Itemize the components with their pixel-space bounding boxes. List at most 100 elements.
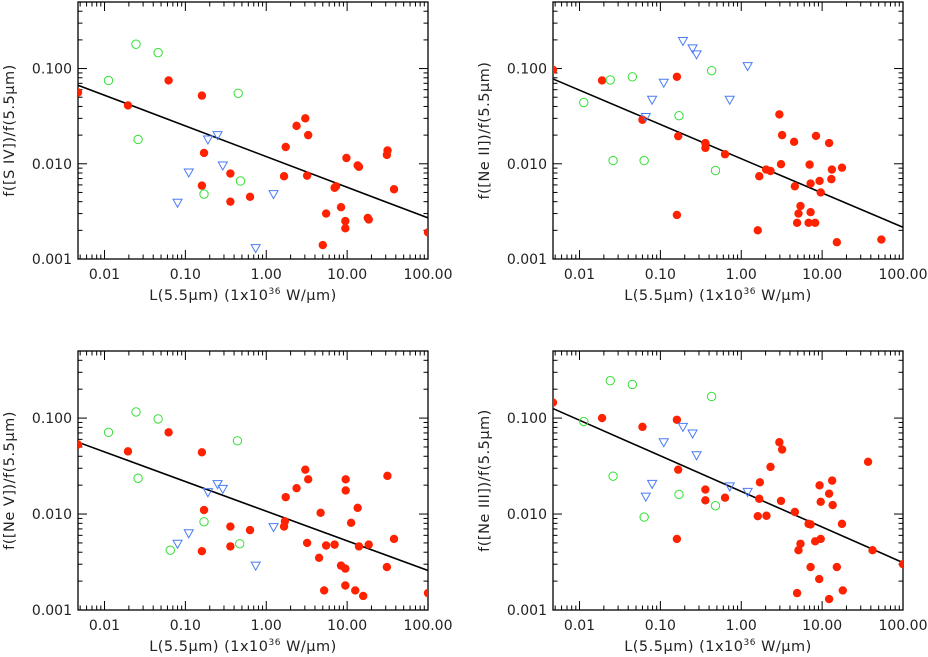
data-point-open-circle: [627, 72, 638, 82]
data-point-upper-limit-triangle: [724, 482, 736, 492]
data-point-upper-limit-triangle: [183, 529, 195, 539]
data-point-upper-limit-triangle: [268, 523, 279, 533]
data-point-filled-circle: [301, 465, 310, 474]
data-point-filled-circle: [827, 165, 837, 174]
data-point-filled-circle: [302, 538, 312, 548]
x-axis-title: L(5.5μm) (1x1036 W/μm): [149, 287, 337, 304]
data-point-upper-limit-triangle: [691, 451, 702, 461]
data-point-filled-circle: [701, 496, 710, 505]
data-point-upper-limit-triangle: [742, 62, 754, 72]
data-point-filled-circle: [832, 238, 842, 247]
data-point-filled-circle: [776, 496, 786, 506]
data-point-filled-circle: [755, 494, 764, 504]
data-point-filled-circle: [672, 415, 682, 424]
y-tick-label: 0.010: [32, 157, 72, 173]
data-point-filled-circle: [766, 462, 775, 472]
data-point-filled-circle: [331, 182, 341, 191]
data-point-filled-circle: [810, 218, 820, 227]
data-point-open-circle: [710, 501, 721, 511]
data-point-filled-circle: [199, 148, 209, 158]
y-tick-label: 0.100: [507, 411, 547, 427]
data-point-filled-circle: [673, 465, 683, 474]
data-point-filled-circle: [824, 489, 834, 498]
data-point-filled-circle: [197, 91, 207, 100]
data-point-filled-circle: [245, 525, 255, 535]
x-tick-label: 0.10: [645, 267, 676, 283]
x-axis-title-unit: W/μm): [756, 639, 812, 655]
data-point-filled-circle: [701, 485, 710, 494]
data-point-filled-circle: [815, 574, 824, 584]
data-point-filled-circle: [672, 210, 682, 220]
data-point-upper-limit-triangle: [687, 44, 698, 54]
data-point-open-circle: [199, 517, 209, 527]
data-point-open-circle: [153, 47, 163, 58]
x-axis-title-main: L(5.5μm) (1x10: [149, 288, 268, 304]
data-point-filled-circle: [806, 179, 815, 188]
data-point-filled-circle: [321, 209, 331, 218]
data-point-upper-limit-triangle: [677, 36, 689, 47]
data-point-filled-circle: [341, 224, 350, 233]
y-tick-label: 0.010: [507, 157, 547, 173]
y-axis-title: f([S IV])/f(5.5μm): [2, 64, 18, 196]
data-point-filled-circle: [197, 448, 207, 457]
y-tick-label: 0.100: [32, 62, 72, 78]
data-point-filled-circle: [776, 159, 786, 169]
data-point-filled-circle: [824, 138, 834, 148]
data-point-filled-circle: [816, 188, 825, 197]
data-point-filled-circle: [827, 174, 836, 184]
data-point-filled-circle: [824, 594, 834, 604]
x-tick-label: 10.00: [327, 267, 367, 283]
data-point-filled-circle: [364, 215, 373, 224]
data-point-filled-circle: [877, 235, 886, 244]
x-axis-title-exponent: 36: [269, 638, 281, 648]
plot-frame: [552, 1, 904, 260]
data-point-upper-limit-triangle: [202, 488, 214, 498]
x-axis-title: L(5.5μm) (1x1036 W/μm): [149, 638, 337, 655]
data-point-filled-circle: [672, 72, 682, 81]
data-point-filled-circle: [336, 202, 346, 212]
x-tick-label: 0.10: [645, 618, 676, 634]
data-point-filled-circle: [832, 562, 842, 572]
data-point-upper-limit-triangle: [202, 135, 214, 145]
data-point-open-circle: [710, 165, 721, 176]
data-point-filled-circle: [301, 114, 310, 123]
data-point-open-circle: [706, 391, 717, 402]
data-point-open-circle: [579, 97, 589, 108]
x-axis-title-exponent: 36: [744, 638, 756, 648]
data-point-open-circle: [608, 471, 618, 481]
plot-frame: [77, 1, 429, 260]
data-point-filled-circle: [292, 483, 301, 493]
data-point-filled-circle: [351, 586, 360, 595]
data-point-filled-circle: [837, 163, 847, 172]
x-tick-label: 100.00: [879, 267, 928, 283]
x-axis-title-unit: W/μm): [281, 639, 337, 655]
data-point-filled-circle: [199, 505, 209, 515]
data-point-open-circle: [639, 512, 649, 522]
data-point-open-circle: [233, 88, 243, 98]
x-tick-label: 10.00: [802, 267, 842, 283]
plot-frame: [552, 350, 904, 611]
x-tick-label: 1.00: [726, 618, 757, 634]
data-point-filled-circle: [226, 197, 235, 206]
data-point-filled-circle: [804, 218, 813, 227]
data-point-filled-circle: [777, 130, 787, 140]
data-point-filled-circle: [806, 208, 815, 217]
data-point-filled-circle: [389, 185, 399, 194]
y-tick-label: 0.010: [507, 507, 547, 523]
data-point-filled-circle: [673, 131, 683, 141]
data-point-filled-circle: [789, 137, 799, 147]
data-point-filled-circle: [423, 588, 428, 598]
data-point-filled-circle: [226, 542, 235, 551]
data-point-filled-circle: [354, 162, 364, 171]
data-point-filled-circle: [341, 216, 350, 226]
y-tick-label: 0.001: [32, 603, 72, 619]
data-point-filled-circle: [898, 560, 903, 569]
data-point-filled-circle: [828, 500, 837, 510]
data-point-filled-circle: [806, 562, 815, 572]
data-point-upper-limit-triangle: [677, 422, 689, 433]
data-point-filled-circle: [777, 445, 787, 454]
data-point-filled-circle: [811, 131, 821, 141]
data-point-filled-circle: [164, 76, 173, 85]
